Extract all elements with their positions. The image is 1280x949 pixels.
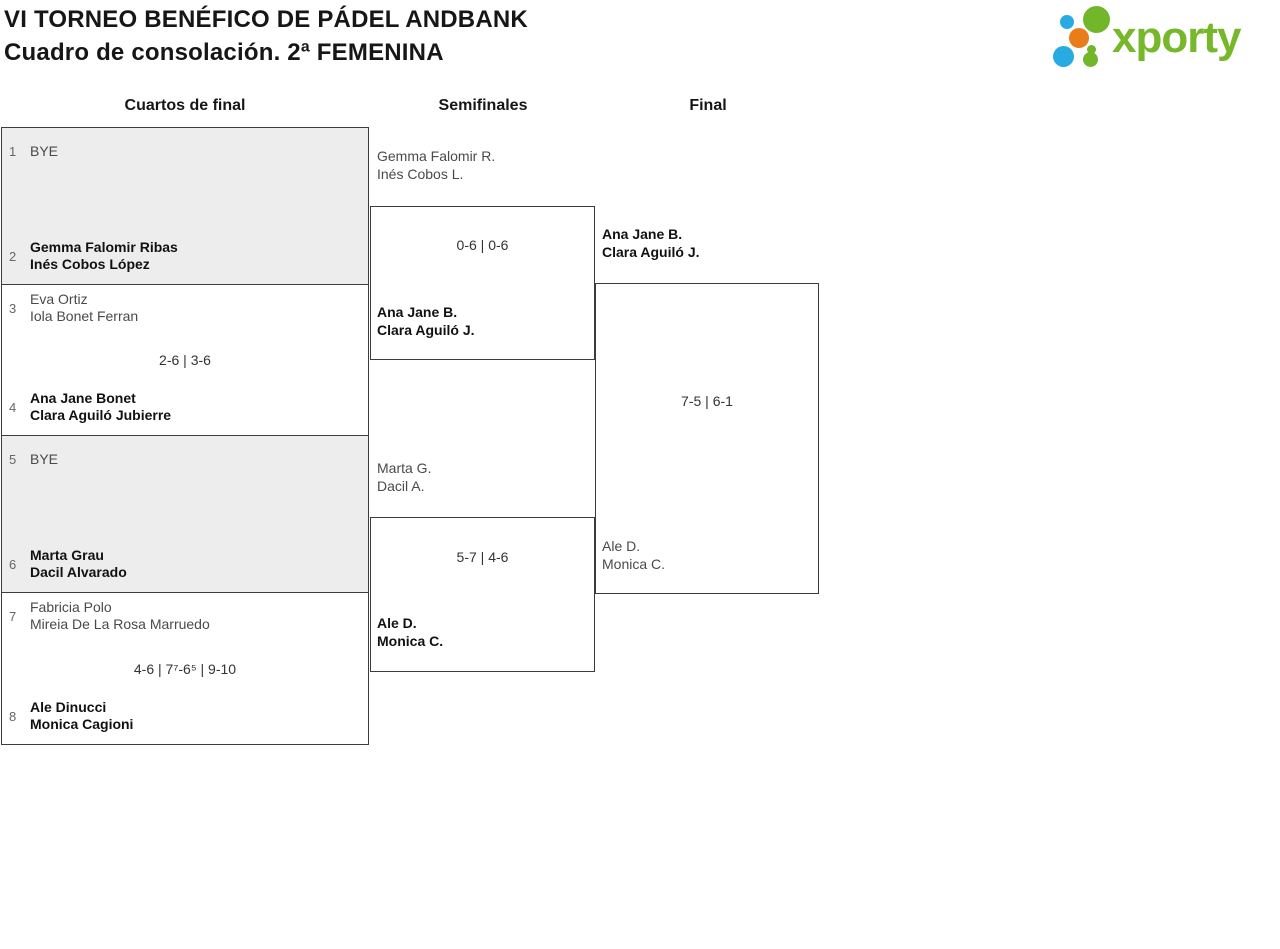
sf2-team-bottom-winner: Ale D. Monica C. [377,615,444,649]
round-header-final: Final [689,97,727,114]
match-score: 2-6 | 3-6 [159,352,211,368]
seed-number: 3 [9,300,17,316]
logo-dot-blue-medium-icon [1053,46,1074,67]
logo-dot-green-large-icon [1083,6,1110,33]
team-names-winner: Ale Dinucci Monica Cagioni [30,699,134,732]
qf-match-1: 1 BYE 2 Gemma Falomir Ribas Inés Cobos L… [1,127,369,285]
seed-number: 7 [9,608,17,624]
page-header: VI TORNEO BENÉFICO DE PÁDEL ANDBANK Cuad… [4,3,528,69]
final-match-box [595,283,819,594]
xporty-logo: xporty [1048,6,1278,76]
team-slot: 2 Gemma Falomir Ribas Inés Cobos López [9,236,362,276]
logo-dot-green-tiny-icon [1087,45,1096,54]
page-title: VI TORNEO BENÉFICO DE PÁDEL ANDBANK [4,6,528,33]
team-names: Fabricia Polo Mireia De La Rosa Marruedo [30,599,210,632]
team-slot: 6 Marta Grau Dacil Alvarado [9,544,362,584]
final-score: 7-5 | 6-1 [681,393,733,409]
seed-number: 8 [9,708,17,724]
final-team-bottom: Ale D. Monica C. [602,538,666,572]
sf1-score: 0-6 | 0-6 [456,237,509,253]
team-slot: 5 BYE [9,439,362,479]
sf-match-1-box [370,206,595,360]
team-names-winner: Marta Grau Dacil Alvarado [30,547,127,580]
team-slot: 3 Eva Ortiz Iola Bonet Ferran [9,288,362,328]
final-team-top-winner: Ana Jane B. Clara Aguiló J. [602,226,700,260]
seed-number: 4 [9,399,17,415]
page-subtitle: Cuadro de consolación. 2ª FEMENINA [4,39,444,66]
sf-match-2-box [370,517,595,672]
team-names: BYE [30,142,59,159]
logo-dot-blue-small-icon [1060,15,1074,29]
sf2-score: 5-7 | 4-6 [456,549,509,565]
team-slot: 7 Fabricia Polo Mireia De La Rosa Marrue… [9,596,362,636]
team-names: Eva Ortiz Iola Bonet Ferran [30,291,139,324]
match-score: 4-6 | 7⁷-6⁵ | 9-10 [133,660,237,677]
round-header-semifinals: Semifinales [438,97,528,114]
quarterfinals-column: 1 BYE 2 Gemma Falomir Ribas Inés Cobos L… [1,127,369,745]
seed-number: 2 [9,248,17,264]
logo-wordmark: xporty [1112,13,1241,62]
logo-dot-orange-icon [1069,28,1089,48]
team-slot: 1 BYE [9,131,362,171]
team-names-winner: Ana Jane Bonet Clara Aguiló Jubierre [30,390,172,423]
sf1-team-top: Gemma Falomir R. Inés Cobos L. [377,148,496,182]
qf-match-2: 3 Eva Ortiz Iola Bonet Ferran 2-6 | 3-6 … [1,284,369,436]
qf-match-3: 5 BYE 6 Marta Grau Dacil Alvarado [1,435,369,593]
team-names-winner: Gemma Falomir Ribas Inés Cobos López [30,239,178,272]
qf-match-4: 7 Fabricia Polo Mireia De La Rosa Marrue… [1,592,369,745]
seed-number: 6 [9,556,17,572]
seed-number: 5 [9,451,17,467]
team-slot: 4 Ana Jane Bonet Clara Aguiló Jubierre [9,387,362,427]
team-names: BYE [30,450,59,467]
sf2-team-top: Marta G. Dacil A. [377,460,432,494]
seed-number: 1 [9,143,17,159]
round-header-quarterfinals: Cuartos de final [124,97,246,114]
logo-dot-green-small-icon [1083,52,1098,67]
sf1-team-bottom-winner: Ana Jane B. Clara Aguiló J. [377,304,475,338]
team-slot: 8 Ale Dinucci Monica Cagioni [9,696,362,736]
